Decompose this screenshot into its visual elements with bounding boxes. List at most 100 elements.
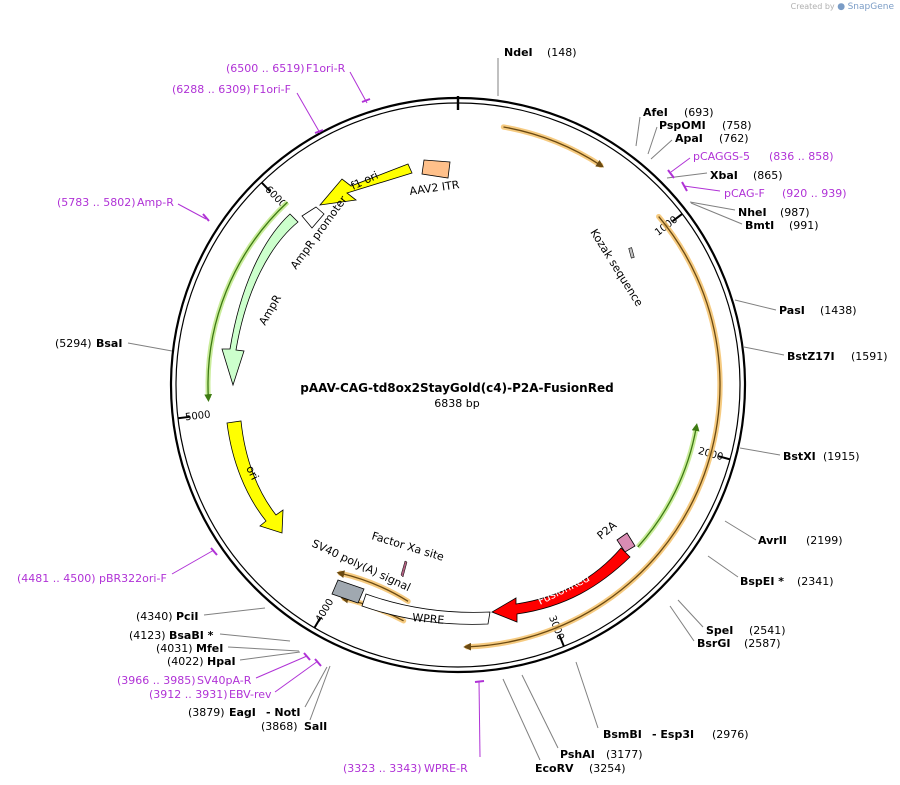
primer-name: SV40pA-R [197,674,252,687]
ampr-promoter-feature: AmpR promoter [288,193,350,272]
ampr-label: AmpR [256,292,284,327]
enzyme-position: (2976) [712,728,749,741]
enzyme-avrii: AvrII (2199) [724,520,843,547]
enzyme-name: NheI [738,206,767,219]
kozak-label: Kozak sequence [587,227,645,309]
enzyme-bsmbi-esp3i: BsmBI - Esp3I (2976) [575,661,749,741]
enzyme-name: PasI [779,304,805,317]
tick-mark [558,634,565,647]
factor-xa-label: Factor Xa site [370,529,446,563]
enzyme-name: BsmBI [603,728,642,741]
enzyme-ecorv: EcoRV (3254) [502,678,626,775]
enzyme-position: (4340) [136,610,173,623]
tick-mark [177,415,190,420]
enzyme-name-alt: - Esp3I [652,728,694,741]
enzyme-name: BstZ17I [787,350,835,363]
enzyme-mfei: MfeI (4031) [156,642,300,655]
enzyme-name: ApaI [675,132,703,145]
enzyme-position: (1438) [820,304,857,317]
enzyme-name: MfeI [196,642,223,655]
snapgene-logo-icon: ● [837,2,846,12]
primer-range: (3966 .. 3985) [117,674,196,687]
aav2-itr-label: AAV2 ITR [409,178,461,198]
primer-name: F1ori-R [306,62,346,75]
enzyme-position: (1591) [851,350,888,363]
primer-sites: (6500 .. 6519) F1ori-R (6288 .. 6309) F1… [17,62,847,775]
enzyme-apai: ApaI (762) [650,132,749,160]
kozak-feature: Kozak sequence [587,227,645,309]
enzyme-name: PciI [176,610,198,623]
enzyme-pasi: PasI (1438) [734,299,857,317]
enzyme-name: BstXI [783,450,816,463]
primer-range: (3912 .. 3931) [149,688,228,701]
enzyme-position: (865) [753,169,783,182]
enzyme-position: (762) [719,132,749,145]
enzyme-position: (4123) [129,629,166,642]
enzyme-position: (2199) [806,534,843,547]
wpre-label: WPRE [412,611,445,627]
enzyme-bsabi: BsaBI * (4123) [129,629,291,642]
primer-name: F1ori-F [253,83,291,96]
orf-arc-bottom-2 [336,570,409,602]
aav2-itr-feature: AAV2 ITR [409,159,461,198]
ori-feature: ori [226,420,284,534]
enzyme-name: BmtI [745,219,774,232]
primer-pcaggs-5: pCAGGS-5 (836 .. 858) [667,150,834,179]
primer-pbr322ori-f: (4481 .. 4500) pBR322ori-F [17,547,218,585]
tick-mark [672,213,683,222]
enzyme-position: (693) [684,106,714,119]
tick-label: 4000 [314,597,336,625]
primer-name: pCAG-F [724,187,765,200]
primer-f1ori-f: (6288 .. 6309) F1ori-F [172,83,324,134]
enzyme-nhei: NheI (987) [689,201,810,219]
primer-wpre-r: (3323 .. 3343) WPRE-R [343,680,485,775]
enzyme-name: XbaI [710,169,738,182]
enzyme-name: HpaI [207,655,236,668]
enzyme-name: EagI [229,706,256,719]
orf-arc-right [463,216,721,651]
primer-name: EBV-rev [229,688,272,701]
enzyme-hpai: HpaI (4022) [167,651,301,668]
tick-mark [313,616,322,629]
fusionred-feature: FusionRed [491,547,631,623]
primer-range: (6500 .. 6519) [226,62,305,75]
enzyme-bmti: BmtI (991) [690,202,819,232]
enzyme-name: NdeI [504,46,533,59]
primer-range: (836 .. 858) [769,150,834,163]
enzyme-bsrgi: BsrGI (2587) [669,605,781,650]
enzyme-position: (2341) [797,575,834,588]
p2a-label: P2A [595,518,620,542]
enzyme-sites: NdeI (148) AfeI (693) PspOMI (758) ApaI … [55,46,888,775]
enzyme-bstxi: BstXI (1915) [739,447,860,463]
enzyme-position: (2587) [744,637,781,650]
enzyme-bstz17i: BstZ17I (1591) [743,346,888,363]
enzyme-sali: SalI (3868) [261,665,331,733]
enzyme-position: (758) [722,119,752,132]
enzyme-spei: SpeI (2541) [677,599,786,637]
green-orf-left [204,201,288,402]
primer-range: (6288 .. 6309) [172,83,251,96]
enzyme-pspomi: PspOMI (758) [647,119,752,155]
enzyme-position: (3879) [188,706,225,719]
enzyme-name: EcoRV [535,762,574,775]
enzyme-position: (2541) [749,624,786,637]
ampr-feature: AmpR [221,213,299,387]
green-orf-right-glow [635,426,699,549]
ori-label: ori [243,464,261,483]
enzyme-name: AfeI [643,106,668,119]
primer-range: (920 .. 939) [782,187,847,200]
enzyme-name: PshAI [560,748,595,761]
ampr-promoter-label: AmpR promoter [288,193,350,272]
enzyme-name-alt: - NotI [266,706,301,719]
enzyme-name: BspEI * [740,575,784,588]
enzyme-bsai: BsaI (5294) [55,337,173,352]
enzyme-name: SpeI [706,624,733,637]
enzyme-afei: AfeI (693) [635,106,714,147]
enzyme-xbai: XbaI (865) [666,169,783,182]
tick-label: 5000 [185,409,212,423]
enzyme-ndei: NdeI (148) [497,46,577,96]
credit-brand: SnapGene [847,2,894,12]
enzyme-position: (1915) [823,450,860,463]
